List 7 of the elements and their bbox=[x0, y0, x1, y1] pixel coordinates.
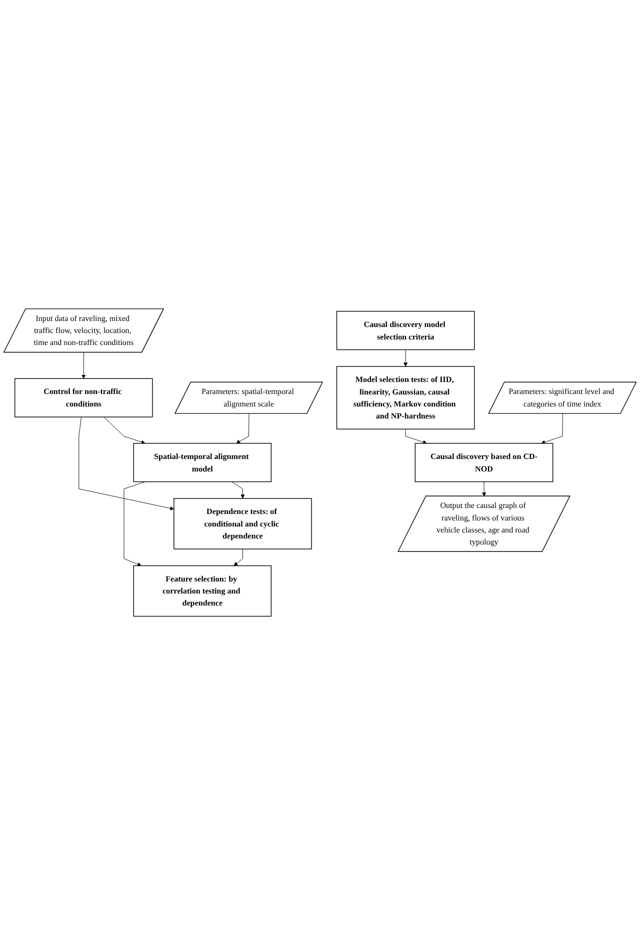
node-box: Model selection tests: of IID, linearity, Gaussian, causal sufficiency, Markov condition and NP-hardness bbox=[336, 366, 475, 430]
node-box: Control for non-traffic conditions bbox=[14, 378, 153, 418]
node-box: Causal discovery based on CD-NOD bbox=[414, 443, 554, 483]
node-box: Spatial-temporal alignment model bbox=[133, 443, 272, 483]
node-box: Dependence tests: of conditional and cyclic dependence bbox=[174, 498, 312, 550]
node-box: Causal discovery model selection criteria bbox=[336, 311, 475, 351]
node-box: Feature selection: by correlation testing and dependence bbox=[133, 566, 272, 618]
